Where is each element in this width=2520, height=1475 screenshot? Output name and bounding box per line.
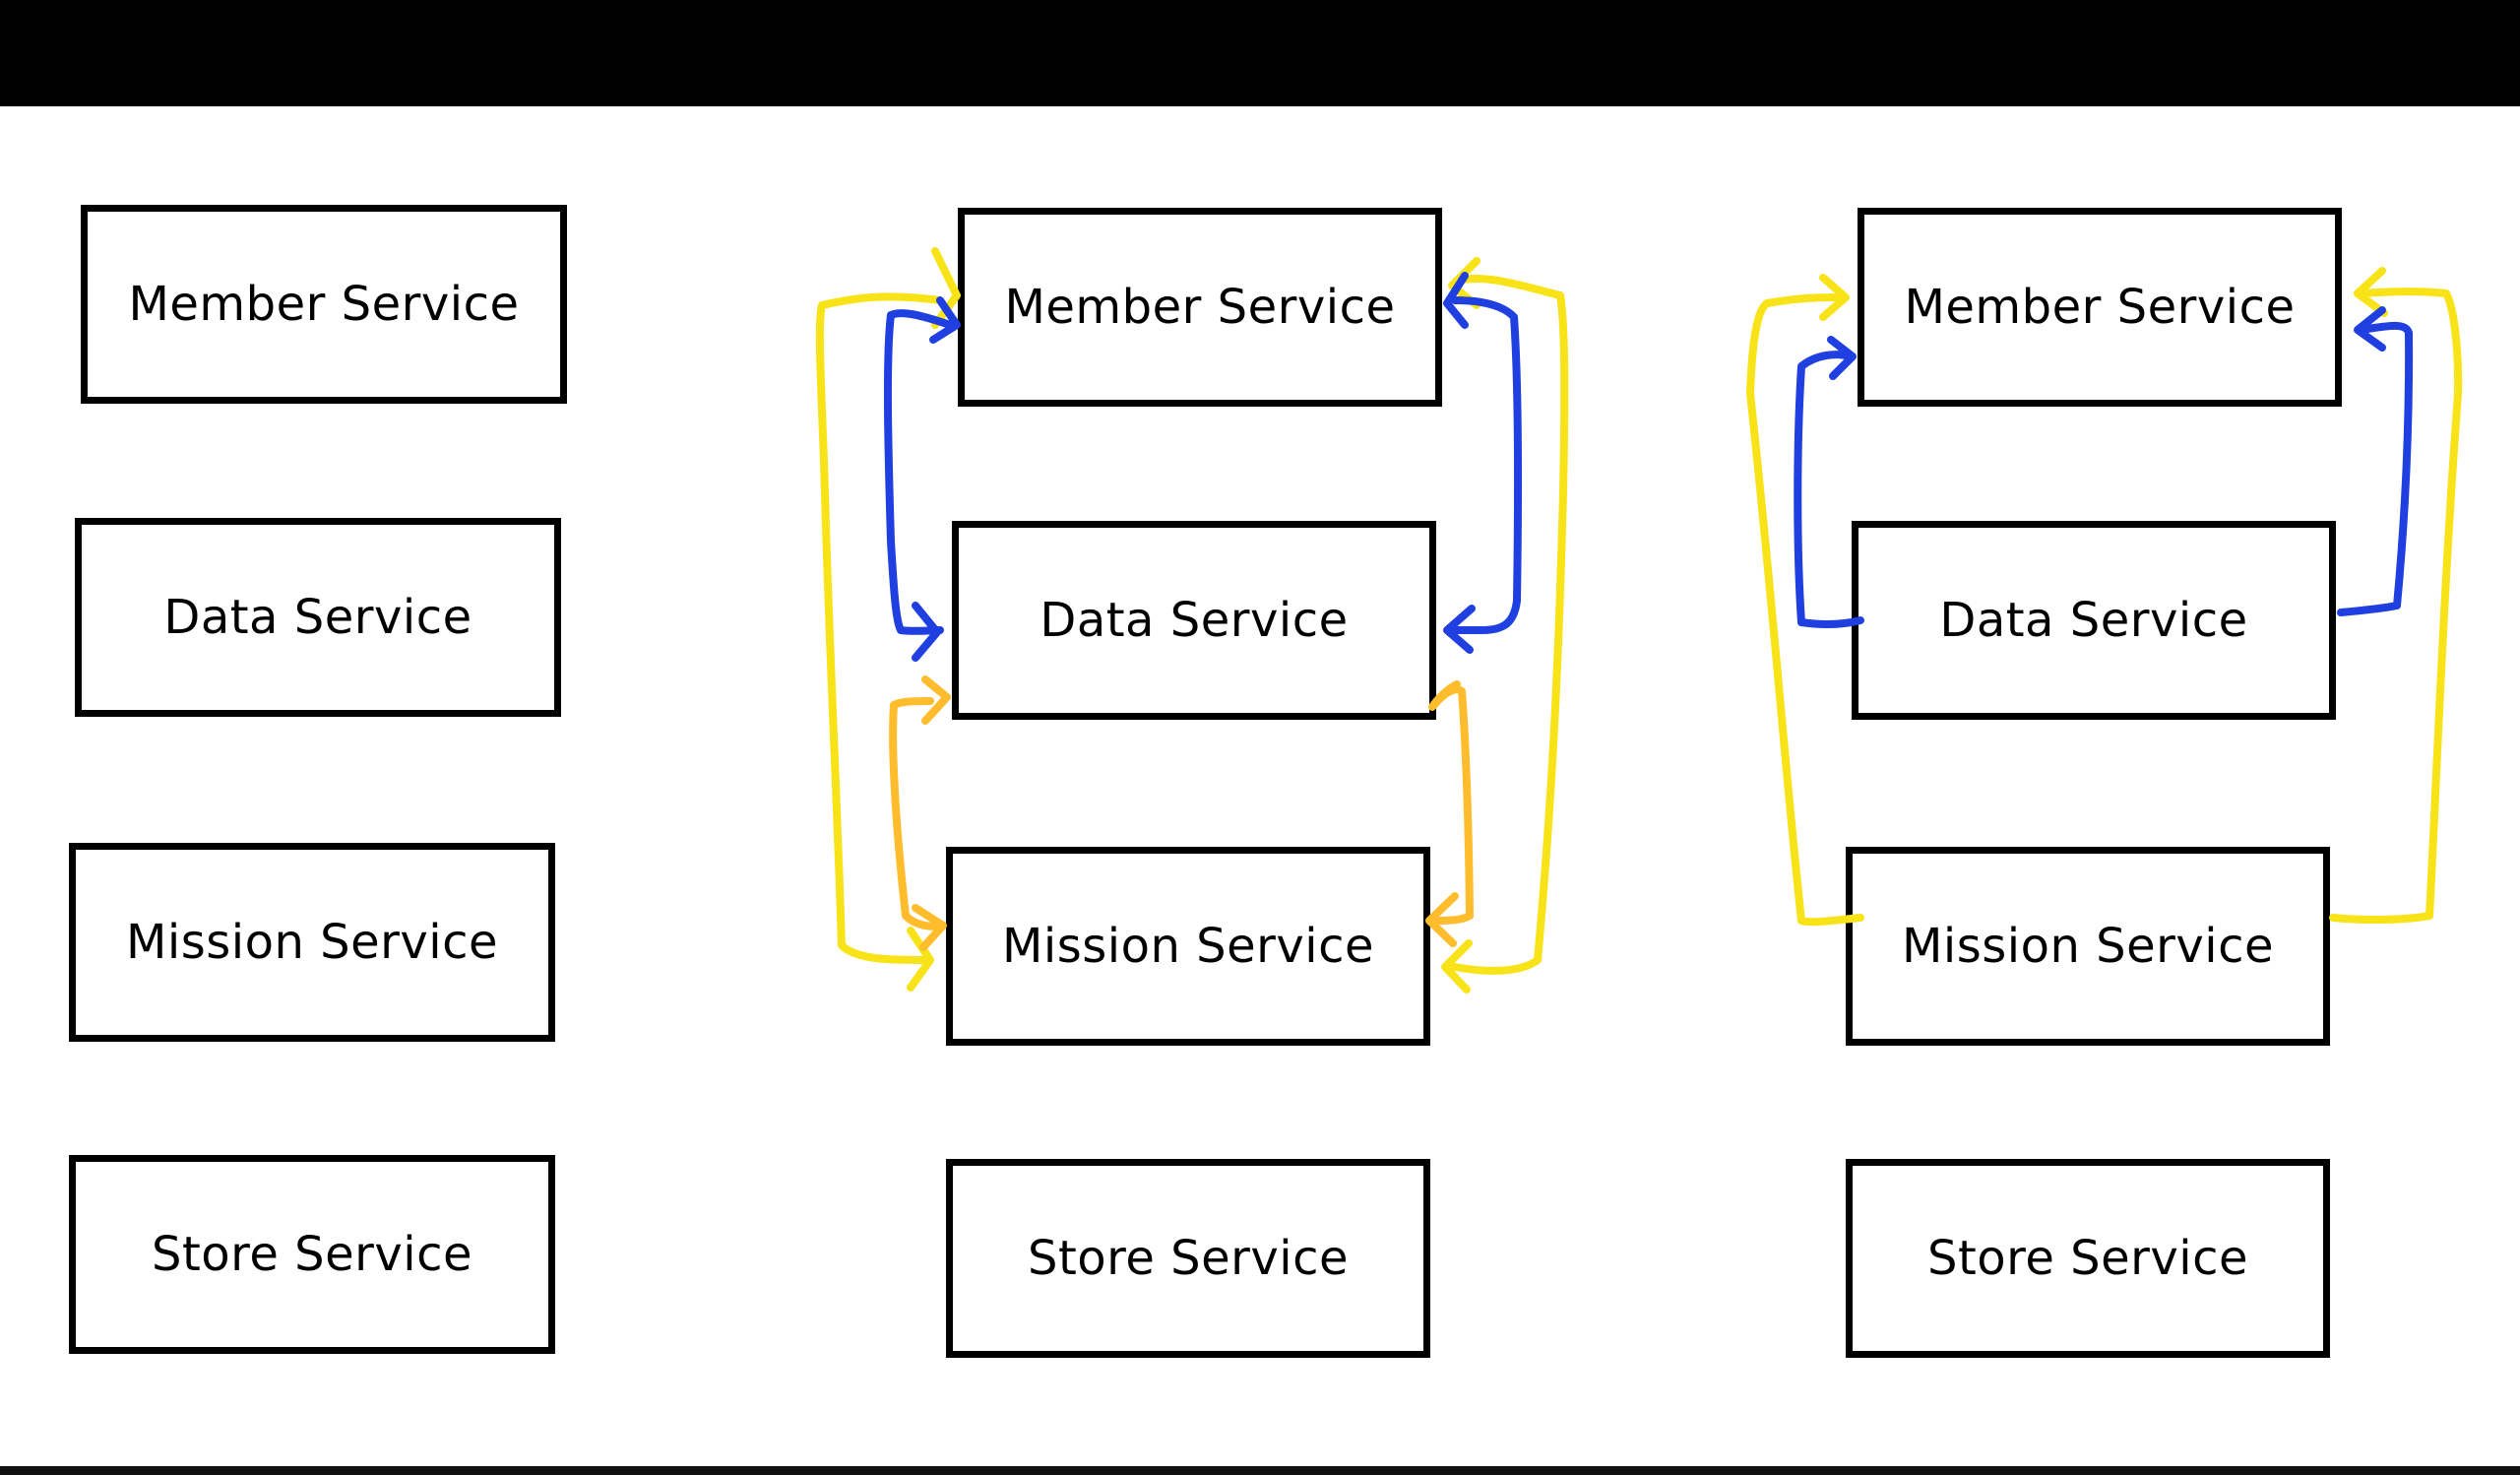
col3-yellow-left-arrowhead <box>1819 274 1850 321</box>
col2-blue-left-arrowhead-top <box>929 296 961 344</box>
col3-mission-service-box: Mission Service <box>1846 847 2330 1046</box>
box-label: Data Service <box>1939 593 2248 648</box>
col2-yellow-right-connector <box>1451 274 1569 975</box>
col3-yellow-right-connector <box>2329 288 2463 925</box>
bottom-border-line <box>0 1466 2520 1475</box>
box-label: Mission Service <box>125 915 499 970</box>
col3-yellow-left-connector <box>1746 293 1864 927</box>
box-label: Mission Service <box>1901 919 2275 974</box>
col3-blue-right-arrowhead <box>2354 306 2386 352</box>
top-black-bar <box>0 0 2520 106</box>
col2-store-service-box: Store Service <box>946 1159 1430 1358</box>
box-label: Data Service <box>1040 593 1349 648</box>
col2-member-service-box: Member Service <box>958 208 1442 407</box>
box-label: Store Service <box>1926 1231 2249 1286</box>
col2-orange-left-arrowhead-top <box>921 675 951 725</box>
col2-yellow-left-arrowhead-top <box>931 247 961 329</box>
col1-data-service-box: Data Service <box>75 518 561 717</box>
col2-yellow-right-arrowhead-top <box>1448 257 1480 309</box>
col1-member-service-box: Member Service <box>81 205 567 404</box>
box-label: Store Service <box>1027 1231 1350 1286</box>
col2-data-service-box: Data Service <box>952 521 1436 720</box>
col3-blue-right-connector <box>2337 321 2414 616</box>
col2-orange-left-arrowhead-bottom <box>912 904 947 951</box>
box-label: Data Service <box>163 590 472 645</box>
col2-orange-right-arrowhead-bottom <box>1425 892 1459 947</box>
box-label: Member Service <box>1004 280 1396 335</box>
box-label: Member Service <box>128 277 520 332</box>
col3-yellow-right-arrowhead <box>2354 267 2388 317</box>
col2-blue-right-arrowhead-top <box>1443 272 1469 329</box>
col2-yellow-left-connector <box>815 292 944 964</box>
col2-blue-left-arrowhead-bottom <box>912 602 941 662</box>
col2-blue-left-connector <box>883 309 954 635</box>
col2-yellow-right-arrowhead-bottom <box>1441 939 1473 994</box>
col3-member-service-box: Member Service <box>1858 208 2342 407</box>
col1-mission-service-box: Mission Service <box>69 843 555 1042</box>
col3-data-service-box: Data Service <box>1852 521 2336 720</box>
col2-yellow-left-arrowhead-bottom <box>907 927 934 992</box>
box-label: Member Service <box>1904 280 2296 335</box>
col3-store-service-box: Store Service <box>1846 1159 2330 1358</box>
box-label: Store Service <box>151 1227 473 1282</box>
box-label: Mission Service <box>1001 919 1375 974</box>
col2-orange-right-connector <box>1428 680 1474 925</box>
col2-orange-left-connector <box>889 697 944 930</box>
col2-blue-right-arrowhead-bottom <box>1443 605 1476 654</box>
col1-store-service-box: Store Service <box>69 1155 555 1354</box>
col2-mission-service-box: Mission Service <box>946 847 1430 1046</box>
col2-blue-right-connector <box>1451 296 1522 635</box>
col3-blue-left-arrowhead <box>1827 336 1857 380</box>
